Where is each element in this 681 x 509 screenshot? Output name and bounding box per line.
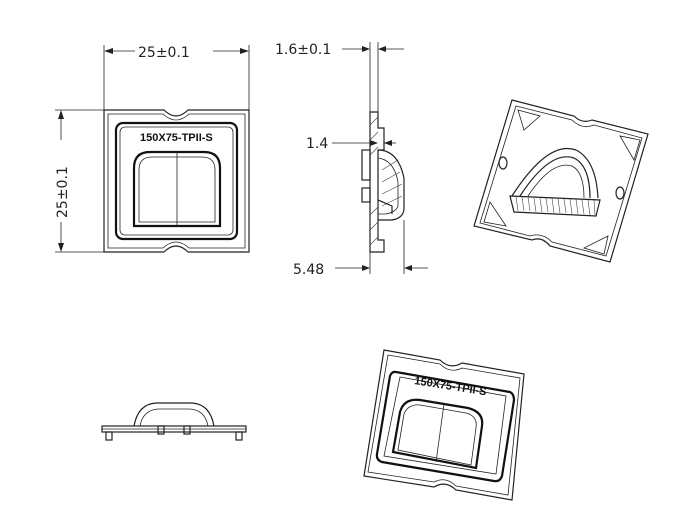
grip-hatching — [515, 196, 596, 216]
side-view: 1.6±0.1 1.4 5.48 — [275, 42, 428, 278]
front-part-label: 150X75-TPII-S — [140, 132, 213, 144]
thickness-dimension-label: 1.6±0.1 — [275, 42, 331, 58]
isometric-part-label: 150X75-TPII-S — [414, 375, 488, 398]
isometric-back-view — [473, 99, 649, 263]
bottom-side-view — [101, 402, 247, 441]
height-dimension-label: 25±0.1 — [55, 166, 71, 218]
front-view: 25±0.1 25±0.1 150X75-TPII-S — [55, 45, 250, 253]
isometric-front-view: 150X75-TPII-S — [363, 349, 525, 501]
depth-dimension-label: 5.48 — [293, 262, 324, 278]
step-dimension-label: 1.4 — [306, 136, 328, 152]
width-dimension-label: 25±0.1 — [138, 45, 190, 61]
